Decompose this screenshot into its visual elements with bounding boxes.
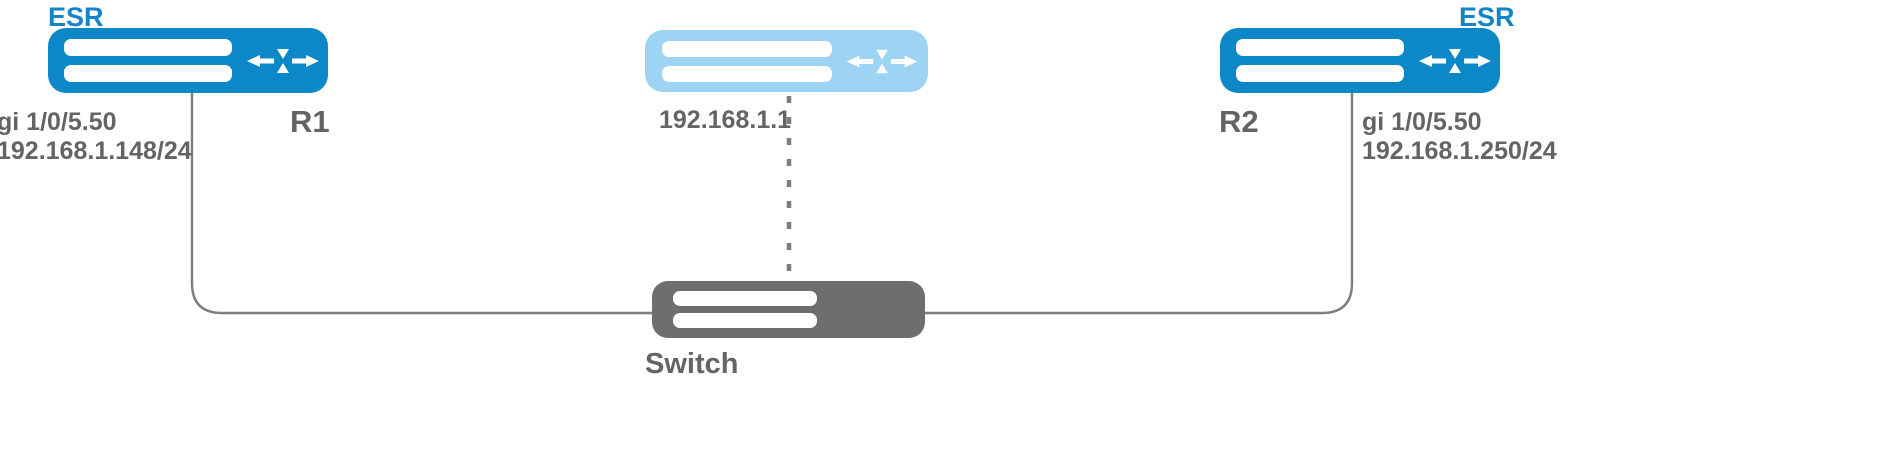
chassis-slot-top: [673, 291, 817, 306]
router-icon: [48, 28, 328, 93]
chassis-slot-bottom: [1236, 65, 1404, 82]
chassis-slot-bottom: [64, 65, 232, 82]
r1-interface-label: gi 1/0/5.50: [0, 108, 117, 136]
virtual-router-ip-label: 192.168.1.1: [659, 106, 792, 134]
r1-name-label: R1: [290, 104, 330, 139]
chassis-slot-bottom: [673, 313, 817, 328]
r2-vendor-label: ESR: [1459, 2, 1515, 32]
chassis-slot-top: [1236, 39, 1404, 56]
link-r2-switch: [925, 93, 1354, 315]
r2-ip-label: 192.168.1.250/24: [1362, 137, 1557, 165]
chassis-slot-bottom: [662, 66, 832, 82]
r1-vendor-label: ESR: [48, 2, 104, 32]
router-arrows-icon: [247, 36, 319, 86]
router-arrows-icon: [846, 36, 918, 87]
chassis-slot-top: [64, 39, 232, 56]
switch-name-label: Switch: [645, 348, 739, 380]
r2-interface-label: gi 1/0/5.50: [1362, 108, 1482, 136]
router-arrows-icon: [1419, 36, 1491, 86]
link-r1-switch: [190, 93, 652, 315]
router-icon: [1220, 28, 1500, 93]
r2-name-label: R2: [1219, 104, 1259, 139]
virtual-router-icon: [645, 30, 928, 92]
switch-icon: [652, 281, 925, 338]
chassis-slot-top: [662, 41, 832, 57]
r1-ip-label: 192.168.1.148/24: [0, 137, 192, 165]
